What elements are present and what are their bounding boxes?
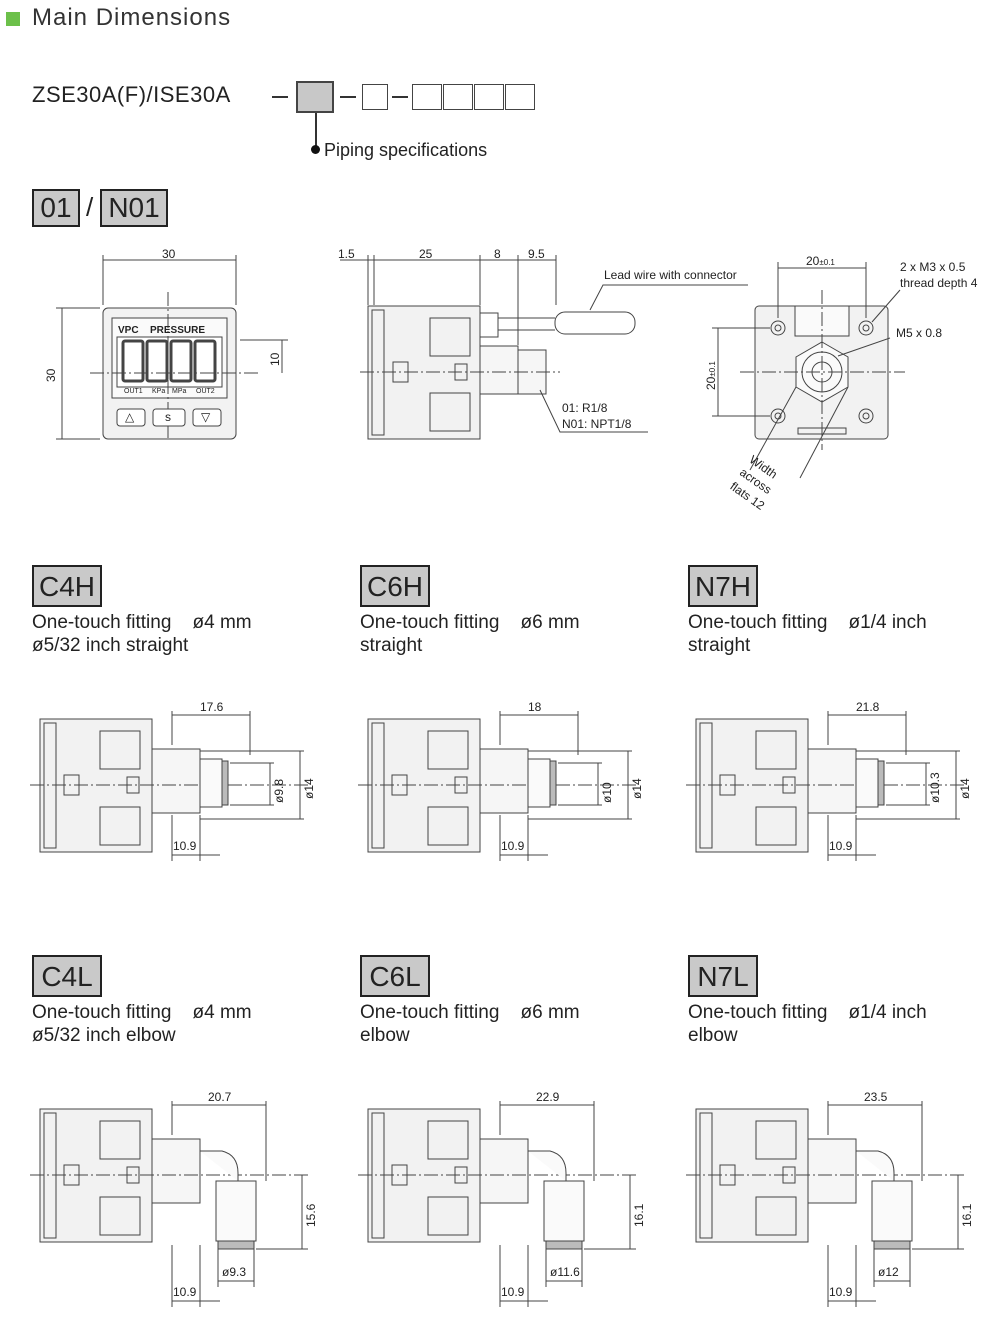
variant-code: C4H	[32, 565, 102, 607]
option-box	[505, 84, 535, 110]
option-box	[412, 84, 442, 110]
variant-code: N7L	[688, 955, 758, 997]
length-label: 22.9	[536, 1090, 560, 1104]
leader-line	[315, 113, 317, 149]
port-label: M5 x 0.8	[896, 326, 943, 340]
dia-label: ø11.6	[550, 1265, 580, 1279]
variant-drawing	[358, 711, 638, 861]
kpa-label: KPa	[152, 388, 166, 395]
option-box	[474, 84, 504, 110]
variant-desc-1: One-touch fitting ø4 mm	[32, 1002, 252, 1023]
variant-drawing	[358, 1101, 638, 1307]
display-word: PRESSURE	[150, 325, 206, 336]
variant-desc-1: One-touch fitting ø6 mm	[360, 612, 580, 633]
height-label: 16.1	[632, 1203, 646, 1227]
base-length-label: 10.9	[173, 839, 197, 853]
lead-wire-label: Lead wire with connector	[604, 268, 737, 282]
variant-desc-2: ø5/32 inch elbow	[32, 1025, 176, 1046]
base-length-label: 10.9	[501, 839, 525, 853]
variant-desc-2: elbow	[360, 1025, 410, 1046]
side-d4: 9.5	[528, 247, 545, 261]
base-length-label: 10.9	[829, 839, 853, 853]
variant-code: C6L	[360, 955, 430, 997]
btn-s-icon: s	[165, 410, 171, 424]
height-label: 16.1	[960, 1203, 974, 1227]
back-height: 20±0.1	[704, 361, 718, 390]
length-label: 21.8	[856, 700, 880, 714]
mpa-label: MPa	[172, 388, 187, 395]
code-01: 01	[32, 189, 80, 227]
model-prefix: ZSE30A(F)/ISE30A	[32, 82, 231, 107]
variant-desc-1: One-touch fitting ø1/4 inch	[688, 612, 927, 633]
inner-dia-label: ø9.8	[272, 778, 286, 803]
option-box	[443, 84, 473, 110]
side-d3: 8	[494, 247, 501, 261]
outer-dia-label: ø14	[958, 778, 972, 799]
display-brand: VPC	[118, 325, 139, 336]
inner-dia-label: ø10	[600, 782, 614, 803]
inner-dia-label: ø10.3	[928, 772, 942, 803]
height-label: 15.6	[304, 1203, 318, 1227]
out2-label: OUT2	[196, 388, 215, 395]
btn-down-icon: ▽	[201, 410, 211, 424]
base-length-label: 10.9	[501, 1285, 525, 1299]
dash	[272, 96, 288, 98]
code-separator: /	[86, 192, 94, 222]
base-length-label: 10.9	[173, 1285, 197, 1299]
variant-desc-2: straight	[360, 635, 423, 656]
screw-depth-label: thread depth 4	[900, 276, 978, 290]
front-width-label: 30	[162, 247, 176, 261]
dash	[340, 96, 356, 98]
variant-code: N7H	[688, 565, 758, 607]
variant-desc-2: straight	[688, 635, 751, 656]
variant-drawing	[30, 1101, 310, 1307]
variant-desc-1: One-touch fitting ø6 mm	[360, 1002, 580, 1023]
piping-spec-label: Piping specifications	[324, 140, 488, 160]
variant-code: C4L	[32, 955, 102, 997]
btn-up-icon: △	[125, 410, 135, 424]
dia-label: ø12	[878, 1265, 899, 1279]
variant-drawing	[30, 711, 310, 861]
variant-drawing	[686, 1101, 966, 1307]
dia-label: ø9.3	[222, 1265, 247, 1279]
variant-desc-2: elbow	[688, 1025, 738, 1046]
length-label: 20.7	[208, 1090, 232, 1104]
variant-drawing	[686, 711, 966, 861]
thread-label-2: N01: NPT1/8	[562, 417, 632, 431]
front-center-label: 10	[268, 352, 282, 366]
side-d1: 1.5	[338, 247, 355, 261]
back-width: 20±0.1	[806, 254, 835, 268]
outer-dia-label: ø14	[302, 778, 316, 799]
side-d2: 25	[419, 247, 433, 261]
length-label: 18	[528, 700, 542, 714]
variant-code: C6H	[360, 565, 430, 607]
variant-desc-2: ø5/32 inch straight	[32, 635, 189, 656]
variant-desc-1: One-touch fitting ø1/4 inch	[688, 1002, 927, 1023]
length-label: 17.6	[200, 700, 224, 714]
front-height-label: 30	[44, 368, 58, 382]
length-label: 23.5	[864, 1090, 888, 1104]
screw-label: 2 x M3 x 0.5	[900, 260, 966, 274]
leader-dot	[311, 145, 320, 154]
code-N01: N01	[100, 189, 168, 227]
outer-dia-label: ø14	[630, 778, 644, 799]
thread-label-1: 01: R1/8	[562, 401, 608, 415]
page-title: Main Dimensions	[32, 4, 232, 31]
out1-label: OUT1	[124, 388, 143, 395]
base-length-label: 10.9	[829, 1285, 853, 1299]
option-box	[362, 84, 388, 110]
variant-desc-1: One-touch fitting ø4 mm	[32, 612, 252, 633]
section-marker-icon	[6, 12, 20, 26]
dash	[392, 96, 408, 98]
piping-spec-box	[296, 81, 334, 113]
